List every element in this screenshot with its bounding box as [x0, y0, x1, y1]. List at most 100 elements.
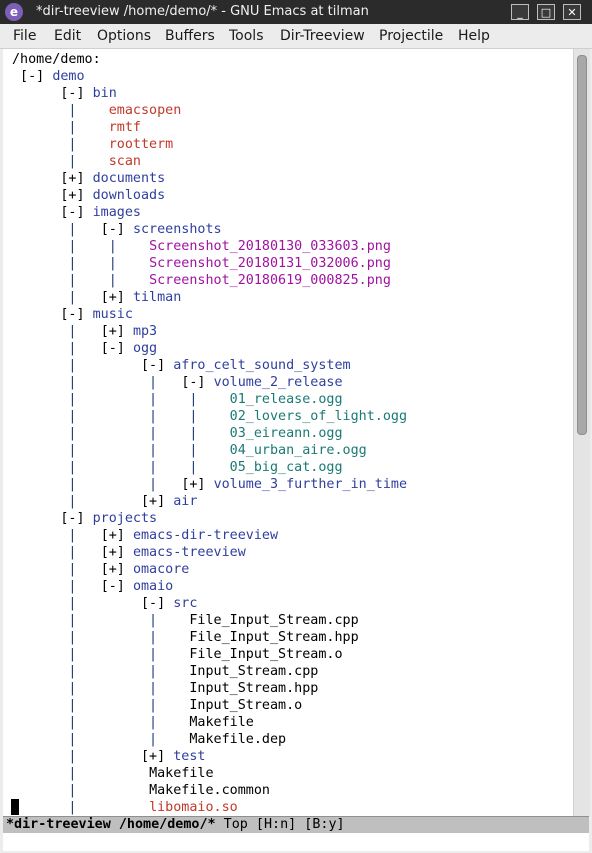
vertical-scrollbar[interactable]: [573, 49, 590, 816]
tree-row[interactable]: | | Makefile: [12, 714, 253, 731]
tree-row[interactable]: | Makefile: [12, 765, 213, 782]
tree-row[interactable]: | | Screenshot_20180131_032006.png: [12, 255, 391, 272]
tree-row[interactable]: | | | 03_eireann.ogg: [12, 425, 342, 442]
tree-row[interactable]: [-] demo: [12, 68, 85, 85]
tree-toggle[interactable]: [-]: [12, 69, 53, 84]
tree-row[interactable]: | emacsopen: [12, 102, 181, 119]
tree-row[interactable]: | [-] src: [12, 595, 197, 612]
tree-row[interactable]: | rmtf: [12, 119, 141, 136]
tree-row[interactable]: | | Makefile.dep: [12, 731, 286, 748]
mode-line-buffer-name[interactable]: *dir-treeview /home/demo/*: [6, 817, 216, 832]
tree-row[interactable]: | | | 05_big_cat.ogg: [12, 459, 343, 476]
tree-toggle[interactable]: [-]: [141, 358, 174, 373]
tree-row[interactable]: | [+] omacore: [12, 561, 189, 578]
tree-toggle[interactable]: [-]: [100, 579, 133, 594]
tree-toggle[interactable]: [-]: [12, 205, 93, 220]
menu-help[interactable]: Help: [458, 28, 490, 44]
tree-toggle[interactable]: [+]: [100, 562, 133, 577]
tree-row[interactable]: | | File_Input_Stream.hpp: [12, 629, 358, 646]
tree-row[interactable]: | | Input_Stream.o: [12, 697, 302, 714]
tree-toggle[interactable]: [+]: [141, 749, 174, 764]
menu-tools[interactable]: Tools: [229, 28, 264, 44]
tree-row[interactable]: | libomaio.so: [12, 799, 237, 816]
tree-row[interactable]: | | | 02_lovers_of_light.ogg: [12, 408, 407, 425]
tree-toggle[interactable]: [-]: [12, 307, 93, 322]
tree-row[interactable]: | [+] emacs-dir-treeview: [12, 527, 278, 544]
tree-row[interactable]: [-] bin: [12, 85, 116, 102]
tree-row[interactable]: | Makefile.common: [12, 782, 270, 799]
mode-line-text: *dir-treeview /home/demo/* Top [H:n] [B:…: [6, 817, 345, 832]
menu-file[interactable]: File: [13, 28, 37, 44]
tree-toggle[interactable]: [-]: [100, 222, 133, 237]
minimize-button[interactable]: _: [511, 4, 529, 20]
tree-toggle[interactable]: [+]: [181, 477, 214, 492]
tree-guide: |: [12, 562, 101, 577]
tree-row[interactable]: | [-] screenshots: [12, 221, 221, 238]
tree-row[interactable]: [+] documents: [12, 170, 165, 187]
tree-toggle[interactable]: [+]: [100, 545, 133, 560]
maximize-button[interactable]: □: [537, 4, 555, 20]
tree-toggle[interactable]: [+]: [141, 494, 174, 509]
tree-guide: | |: [12, 477, 182, 492]
tree-node-label: Makefile.dep: [189, 732, 287, 747]
tree-guide: |: [12, 579, 101, 594]
tree-row[interactable]: | | Input_Stream.cpp: [12, 663, 318, 680]
menu-edit[interactable]: Edit: [54, 28, 82, 44]
tree-guide: |: [12, 766, 150, 781]
tree-guide: |: [12, 120, 109, 135]
menu-dir-treeview[interactable]: Dir-Treeview: [280, 28, 365, 44]
menu-buffers[interactable]: Buffers: [165, 28, 215, 44]
tree-row[interactable]: | | [+] volume_3_further_in_time: [12, 476, 407, 493]
tree-row[interactable]: | [+] mp3: [12, 323, 157, 340]
tree-row[interactable]: | | [-] volume_2_release: [12, 374, 342, 391]
tree-toggle[interactable]: [-]: [181, 375, 214, 390]
tree-row[interactable]: | [+] air: [12, 493, 197, 510]
tree-node-label: air: [173, 494, 198, 509]
tree-row[interactable]: | | | 04_urban_aire.ogg: [12, 442, 366, 459]
tree-row[interactable]: [-] projects: [12, 510, 157, 527]
tree-node-label: test: [173, 749, 206, 764]
tree-toggle[interactable]: [+]: [100, 324, 133, 339]
close-button[interactable]: ✕: [563, 4, 581, 20]
tree-node-label: 01_release.ogg: [229, 392, 343, 407]
tree-toggle[interactable]: [-]: [100, 341, 133, 356]
emacs-logo-icon: e: [5, 3, 23, 21]
tree-row[interactable]: | scan: [12, 153, 141, 170]
tree-row[interactable]: | | Screenshot_20180619_000825.png: [12, 272, 391, 289]
tree-toggle[interactable]: [+]: [100, 528, 133, 543]
tree-node-label: Input_Stream.o: [189, 698, 303, 713]
menu-projectile[interactable]: Projectile: [379, 28, 444, 44]
tree-row[interactable]: | | Screenshot_20180130_033603.png: [12, 238, 391, 255]
tree-row[interactable]: | [+] emacs-treeview: [12, 544, 245, 561]
tree-row[interactable]: | [+] tilman: [12, 289, 181, 306]
tree-row[interactable]: | [-] omaio: [12, 578, 173, 595]
tree-row[interactable]: [-] images: [12, 204, 141, 221]
tree-toggle[interactable]: [+]: [12, 171, 93, 186]
tree-toggle[interactable]: [-]: [12, 511, 93, 526]
tree-toggle[interactable]: [+]: [12, 188, 93, 203]
title-bar[interactable]: e *dir-treeview /home/demo/* - GNU Emacs…: [0, 0, 592, 24]
tree-node-label: mp3: [132, 324, 158, 339]
tree-row[interactable]: | [-] afro_celt_sound_system: [12, 357, 350, 374]
mode-line[interactable]: *dir-treeview /home/demo/* Top [H:n] [B:…: [3, 816, 589, 833]
menu-options[interactable]: Options: [97, 28, 152, 44]
tree-row[interactable]: [-] music: [12, 306, 133, 323]
tree-row[interactable]: | [-] ogg: [12, 340, 157, 357]
tree-row[interactable]: [+] downloads: [12, 187, 165, 204]
tree-row[interactable]: | | File_Input_Stream.o: [12, 646, 342, 663]
tree-guide: |: [12, 494, 141, 509]
tree-row[interactable]: | | Input_Stream.hpp: [12, 680, 318, 697]
tree-row[interactable]: | [+] test: [12, 748, 206, 765]
tree-row[interactable]: | | | 01_release.ogg: [12, 391, 343, 408]
tree-toggle[interactable]: [-]: [141, 596, 174, 611]
tree-guide: | | |: [12, 409, 230, 424]
tree-row[interactable]: | rootterm: [12, 136, 173, 153]
dir-treeview-buffer[interactable]: /home/demo: [-] demo [-] bin | emacsopen…: [3, 49, 573, 816]
scrollbar-thumb[interactable]: [577, 55, 587, 435]
minibuffer[interactable]: [3, 833, 589, 851]
tree-row[interactable]: | | File_Input_Stream.cpp: [12, 612, 358, 629]
tree-toggle[interactable]: [-]: [12, 86, 93, 101]
tree-node-label: 05_big_cat.ogg: [229, 460, 343, 475]
tree-toggle[interactable]: [+]: [100, 290, 133, 305]
